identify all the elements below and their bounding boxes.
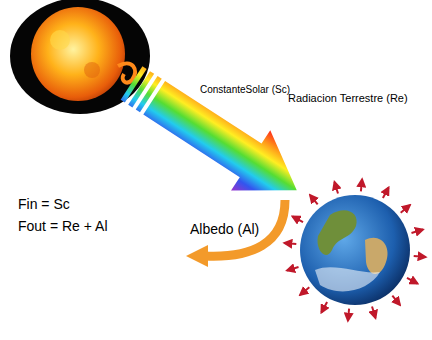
radiation-arrow	[287, 267, 298, 270]
albedo-arrowhead	[186, 245, 208, 267]
earth-land	[365, 238, 388, 274]
radiation-arrow	[284, 243, 296, 244]
radiation-arrow	[392, 296, 400, 305]
albedo-label: Albedo (Al)	[190, 221, 259, 238]
sun-spot	[50, 30, 70, 50]
radiation-arrow	[321, 302, 327, 313]
terrestrial-radiation-label: Radiacion Terrestre (Re)	[288, 92, 408, 105]
radiation-arrow	[292, 216, 303, 222]
radiation-arrow	[310, 195, 318, 204]
sun-background	[10, 0, 150, 114]
radiation-arrow	[372, 306, 375, 317]
radiation-arrow	[348, 309, 349, 321]
radiation-arrow	[414, 256, 426, 257]
formula-in: Fin = Sc	[18, 196, 70, 213]
radiation-arrow	[383, 187, 389, 198]
radiation-arrow	[411, 230, 422, 233]
radiation-arrow	[361, 179, 362, 191]
sun-spot	[84, 62, 100, 78]
radiation-arrow	[335, 182, 338, 193]
formula-out: Fout = Re + Al	[18, 218, 108, 235]
radiation-arrow	[407, 278, 418, 284]
radiation-arrow	[300, 287, 309, 295]
earth-clouds	[315, 267, 380, 291]
solar-flare	[118, 63, 135, 82]
terrestrial-radiation-arrows	[284, 179, 425, 320]
sun	[31, 7, 125, 101]
earth-land	[317, 210, 356, 255]
solar-constant-label: ConstanteSolar (Sc)	[200, 84, 290, 96]
earth	[300, 195, 410, 305]
solar-radiation-arrow	[112, 53, 316, 221]
radiation-arrow	[401, 205, 410, 213]
